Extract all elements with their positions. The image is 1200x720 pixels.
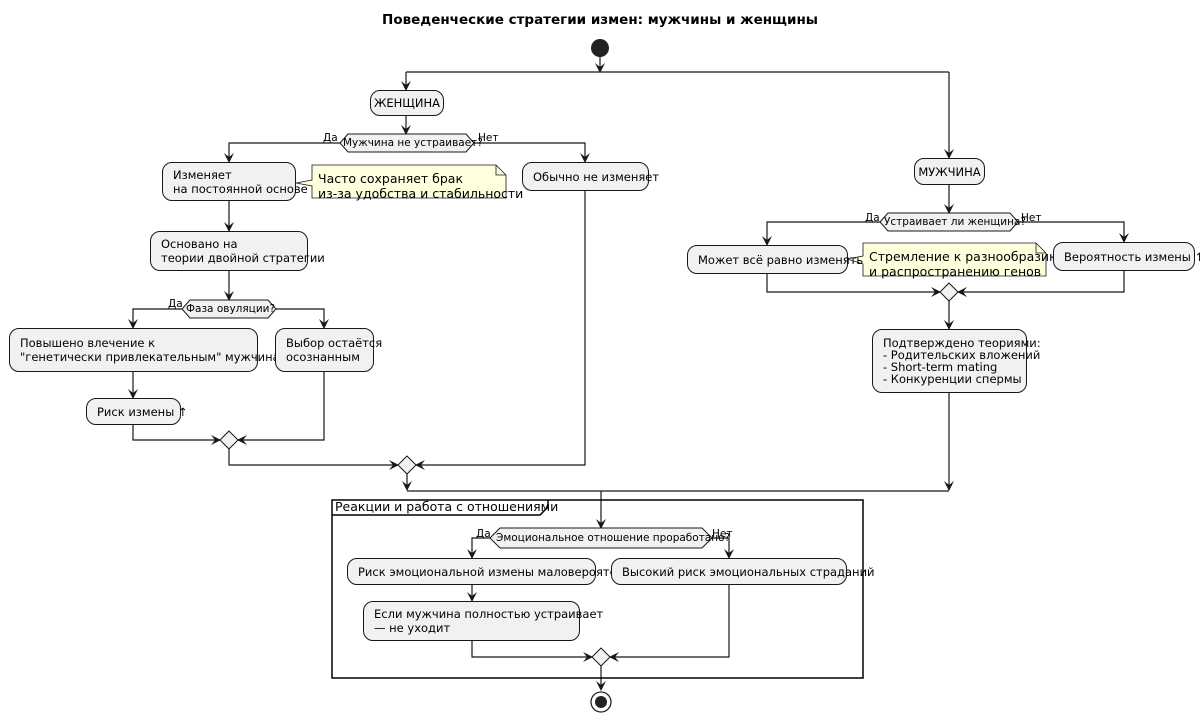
woman-yes-label: Да [323, 132, 338, 144]
node-man: МУЖЧИНА [914, 158, 985, 185]
woman-question-label: Мужчина не устраивает? [343, 137, 483, 149]
diagram-title: Поведенческие стратегии измен: мужчины и… [382, 12, 818, 28]
edge-fq-yes [467, 537, 490, 559]
edge-fork-woman [406, 71, 949, 90]
edge-fq-no [712, 537, 734, 559]
edge-ovul-yes [128, 308, 182, 329]
note-man: Стремление к разнообразию и распростране… [869, 249, 1060, 279]
man-yes-label: Да [865, 212, 880, 224]
stop-node-inner [595, 696, 607, 708]
node-if-satisfied: Если мужчина полностью устраивает — не у… [363, 601, 603, 641]
man-no-label: Нет [1021, 212, 1042, 224]
edge-merge1-merge2 [228, 449, 399, 470]
node-based-on: Основано на теории двойной стратегии [150, 231, 325, 271]
edge-may-merge [766, 274, 941, 297]
node-woman: ЖЕНЩИНА [370, 90, 444, 116]
edge-usual-merge2 [415, 191, 586, 470]
start-node [591, 39, 609, 57]
edge-mq-no [1018, 221, 1129, 243]
edge-q-no [474, 142, 590, 163]
ovulation-yes-label: Да [168, 298, 183, 310]
merge-frame [591, 647, 611, 667]
note-woman-shape [295, 164, 507, 199]
decision-man-q [879, 212, 1019, 232]
node-confirmed-theories: Подтверждено теориями: - Родительских вл… [872, 329, 1041, 393]
edge-prob-merge [957, 271, 1125, 297]
edge-risk-merge [132, 425, 221, 445]
frame-yes-label: Да [476, 528, 491, 540]
merge-woman [397, 455, 417, 475]
node-may-cheat: Может всё равно изменять [687, 245, 863, 274]
frame-question-label: Эмоциональное отношение проработано? [496, 532, 731, 544]
edge-mq-yes [762, 221, 880, 246]
merge-ovulation [219, 430, 239, 450]
decision-ovulation [181, 299, 277, 319]
edge-ovul-no [276, 308, 329, 329]
note-woman: Часто сохраняет брак из-за удобства и ст… [318, 171, 524, 201]
woman-no-label: Нет [478, 132, 499, 144]
node-conscious-choice: Выбор остаётся осознанным [275, 328, 382, 372]
edge-q-yes [224, 142, 340, 163]
node-attraction: Повышено влечение к "генетически привлек… [9, 328, 288, 372]
edge-conscious-merge [237, 372, 325, 445]
edge-if-merge [471, 641, 593, 662]
merge-man [939, 282, 959, 302]
node-probability: Вероятность измены ↑ [1053, 242, 1200, 271]
node-risk: Риск измены ↑ [86, 398, 188, 425]
frame-title: Реакции и работа с отношениями [335, 499, 559, 514]
group-frame-tab [332, 500, 549, 516]
group-frame [331, 499, 864, 679]
note-man-shape [846, 242, 1047, 277]
node-usually-not: Обычно не изменяет [522, 162, 659, 191]
man-question-label: Устраивает ли женщина? [884, 216, 1026, 228]
ovulation-question-label: Фаза овуляции? [186, 303, 276, 315]
node-high-risk: Высокий риск эмоциональных страданий [611, 558, 875, 585]
node-low-risk: Риск эмоциональной измены маловероятен [347, 558, 624, 585]
edge-high-merge [609, 585, 730, 662]
decision-woman-q [339, 133, 475, 153]
frame-no-label: Нет [712, 528, 733, 540]
node-changes-constantly: Изменяет на постоянной основе [162, 162, 308, 201]
decision-frame-q [489, 527, 713, 549]
